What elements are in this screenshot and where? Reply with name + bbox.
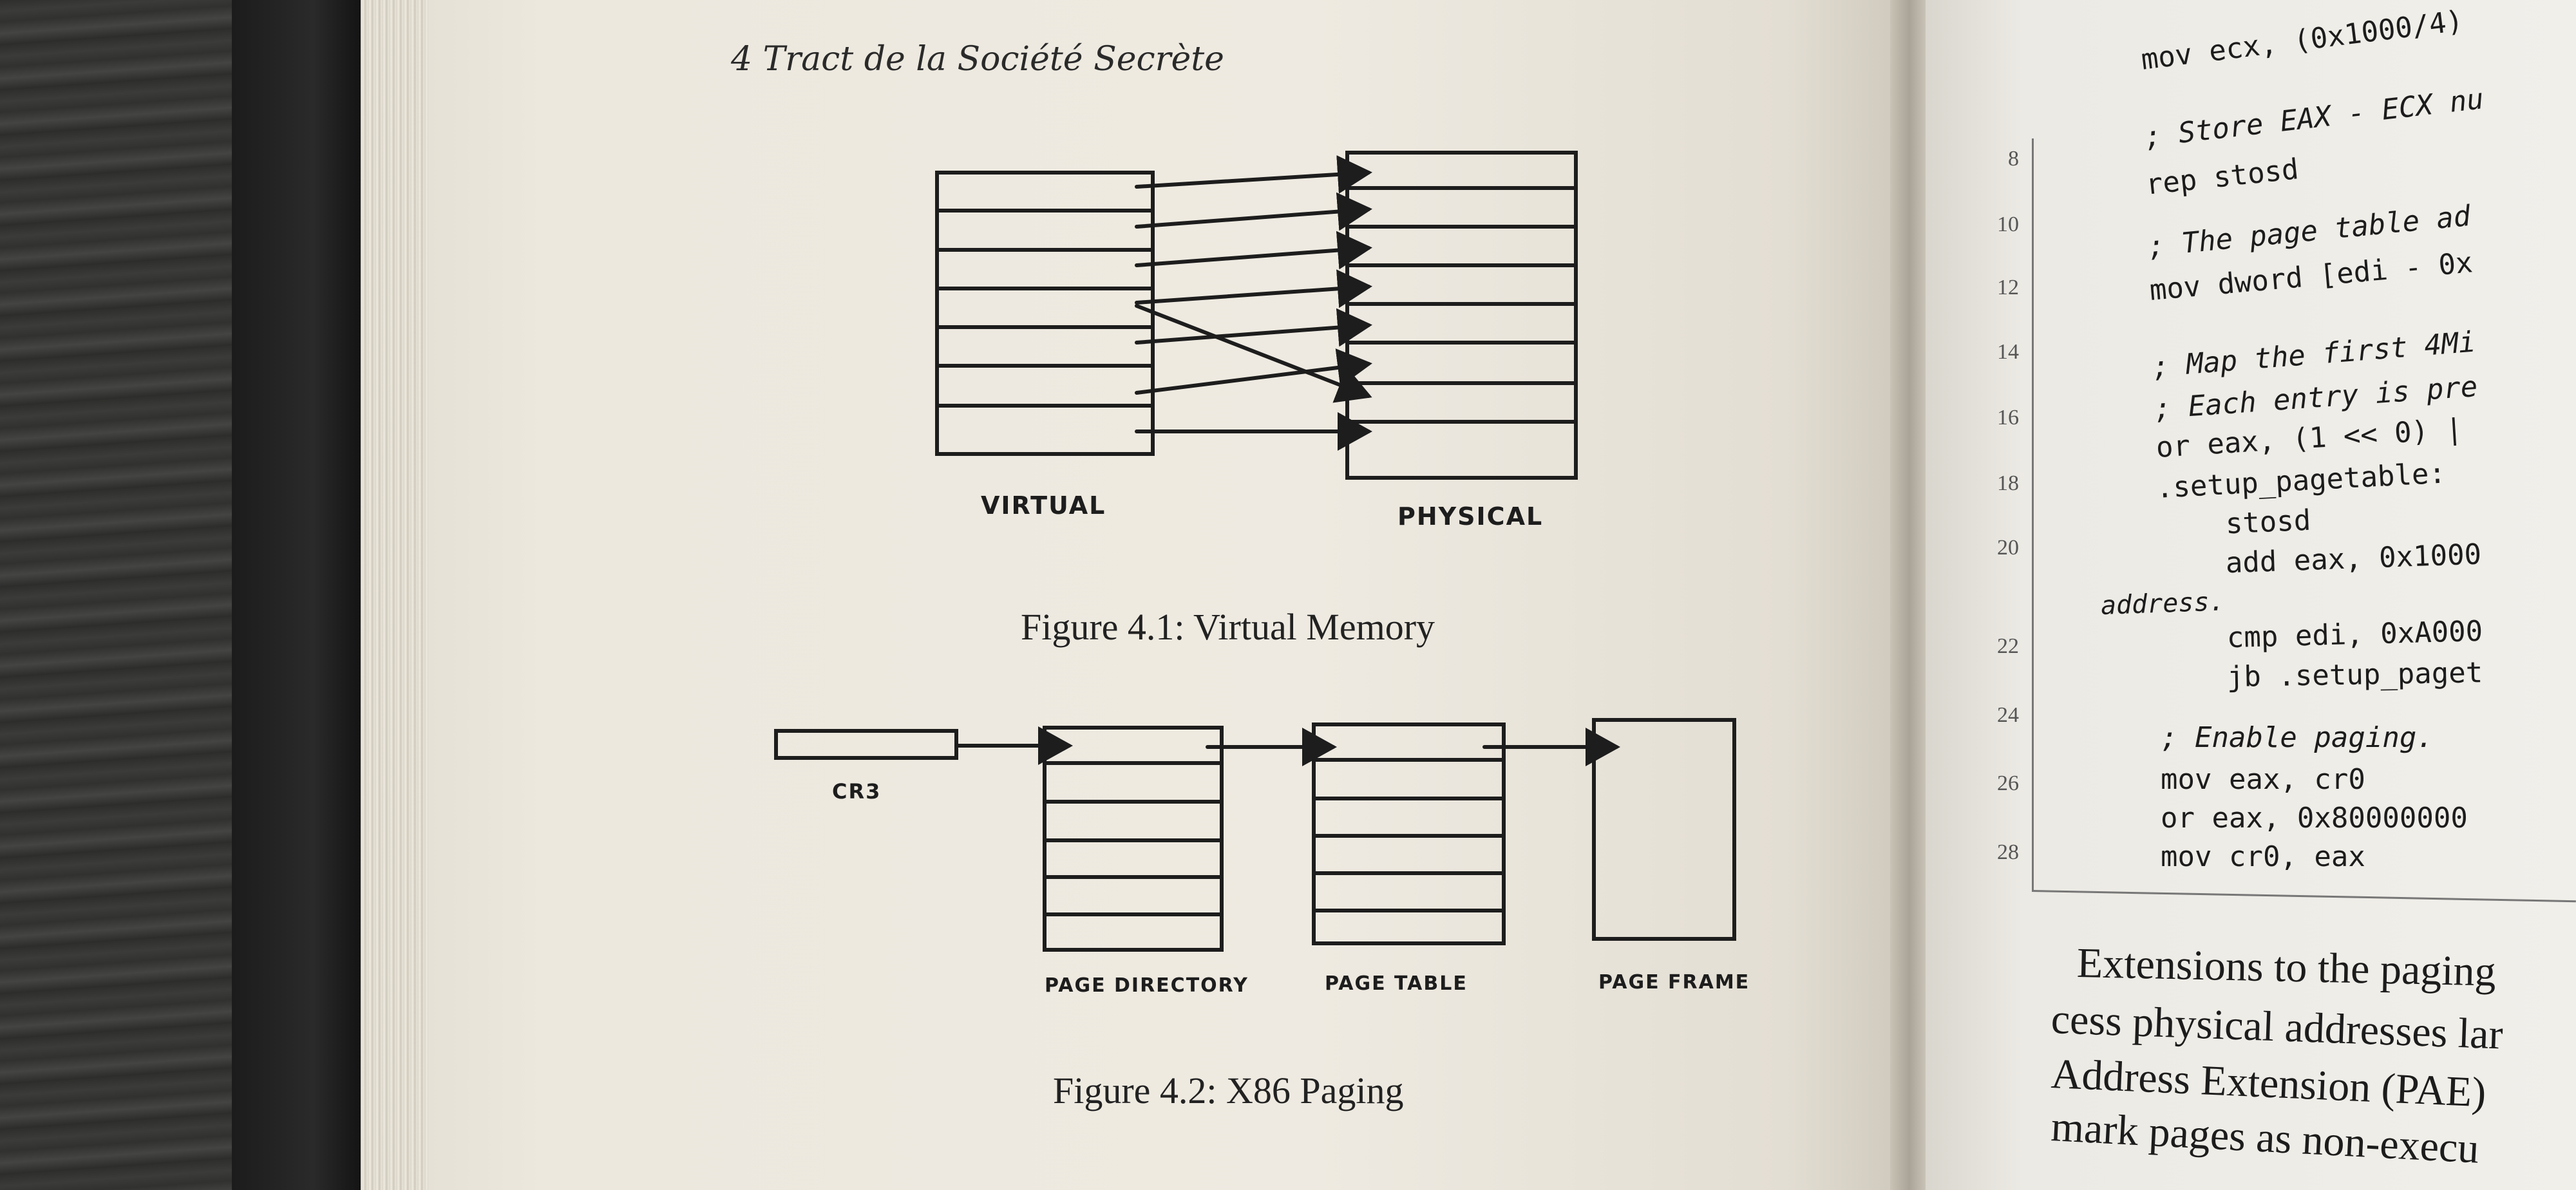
line-number: 8: [2008, 147, 2019, 171]
line-number: 22: [1997, 634, 2019, 658]
cr3-label: CR3: [832, 779, 881, 804]
virtual-label: VIRTUAL: [981, 491, 1106, 520]
virtual-memory-stack: [935, 171, 1155, 456]
line-number: 10: [1997, 212, 2019, 236]
page-frame-label: PAGE FRAME: [1598, 971, 1750, 994]
page-table: [1312, 722, 1620, 945]
code-line: mov eax, cr0: [2161, 763, 2365, 796]
line-number: 26: [1997, 771, 2019, 795]
line-number: 12: [1997, 276, 2019, 299]
line-number: 24: [1997, 703, 2019, 727]
figure-4-2-caption: Figure 4.2: X86 Paging: [1053, 1070, 1404, 1111]
mapping-arrows: [1135, 155, 1372, 451]
page-directory: [1043, 726, 1337, 952]
line-number: 18: [1997, 471, 2019, 495]
book-cover: [232, 0, 367, 1190]
figures-drawing: VIRTUAL PHYSICAL CR3 PAGE DIRECTORY PAGE…: [774, 151, 1750, 997]
running-head: 4 Tract de la Société Secrète: [731, 40, 1224, 79]
physical-memory-stack: [1345, 151, 1578, 480]
line-number: 16: [1997, 406, 2019, 430]
page-frame: [1592, 718, 1736, 941]
code-listing-rule: [2032, 138, 2034, 892]
left-page: [428, 0, 1903, 1190]
line-number: 20: [1997, 536, 2019, 560]
paragraph-line: Extensions to the paging: [2076, 940, 2497, 996]
page-table-label: PAGE TABLE: [1325, 972, 1468, 995]
page-directory-label: PAGE DIRECTORY: [1045, 974, 1249, 997]
code-line: ; Enable paging.: [2161, 721, 2434, 754]
code-line: or eax, 0x80000000: [2161, 802, 2468, 835]
right-page: [1926, 0, 2576, 1190]
cr3-register: [774, 726, 1073, 765]
figure-4-1-caption: Figure 4.1: Virtual Memory: [1021, 606, 1435, 648]
page-edges: [361, 0, 431, 1190]
line-number: 14: [1997, 340, 2019, 364]
code-line: mov cr0, eax: [2161, 840, 2365, 873]
book-gutter: [1890, 0, 1929, 1190]
line-number: 28: [1997, 840, 2019, 864]
physical-label: PHYSICAL: [1397, 502, 1543, 531]
